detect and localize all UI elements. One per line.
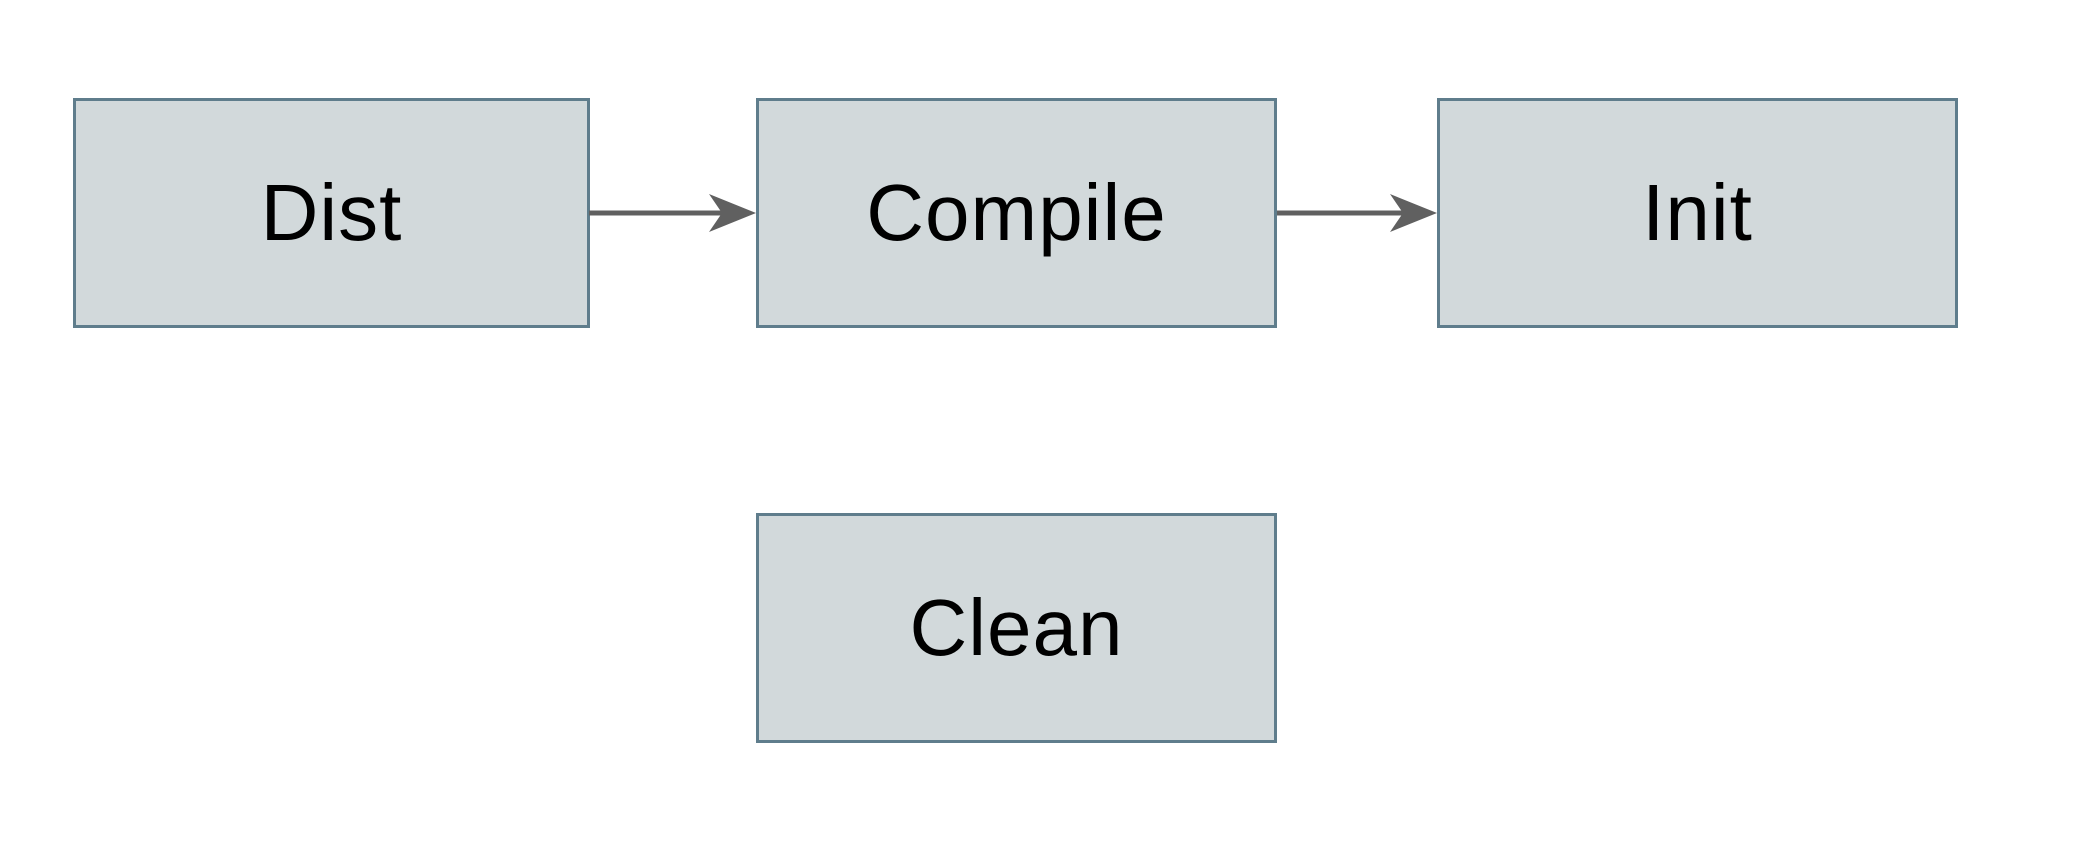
node-clean: Clean	[756, 513, 1277, 743]
arrow-compile-to-init-icon	[1277, 194, 1437, 232]
arrow-dist-to-compile-icon	[589, 194, 756, 232]
node-init: Init	[1437, 98, 1958, 328]
arrowhead-icon	[1390, 194, 1437, 232]
node-dist: Dist	[73, 98, 590, 328]
node-init-label: Init	[1642, 168, 1753, 257]
node-clean-label: Clean	[909, 583, 1124, 672]
node-compile: Compile	[756, 98, 1277, 328]
node-compile-label: Compile	[866, 168, 1167, 257]
node-dist-label: Dist	[260, 168, 403, 257]
arrowhead-icon	[709, 194, 756, 232]
